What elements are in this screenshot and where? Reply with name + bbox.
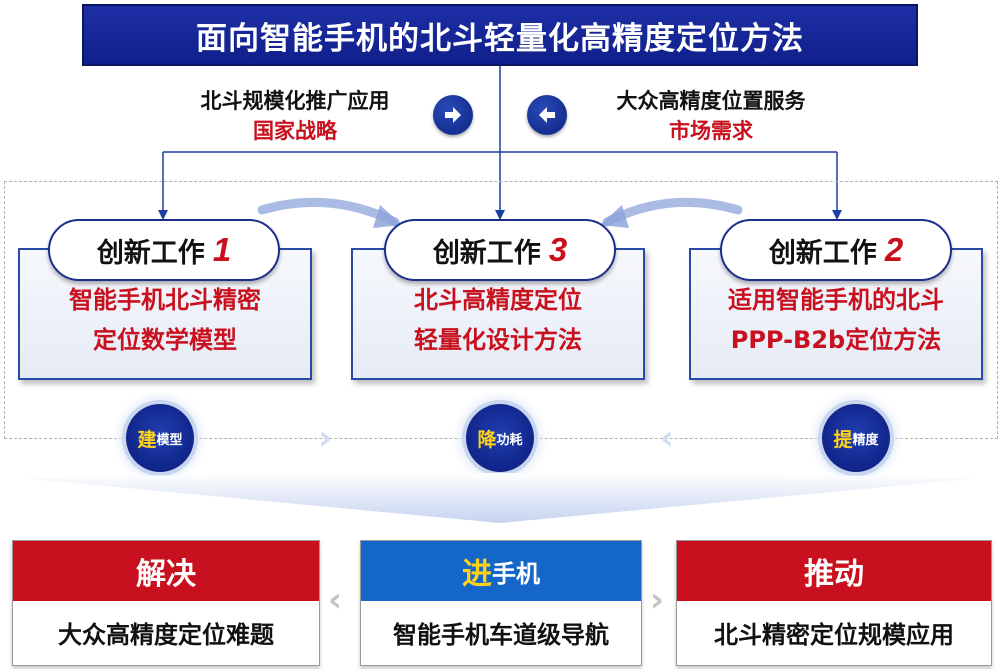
left-driver-line1: 北斗规模化推广应用: [200, 89, 390, 113]
badge-precision-big: 提: [833, 428, 853, 451]
outcome-phone-title-small: 手机: [492, 559, 540, 588]
right-driver-line1: 大众高精度位置服务: [616, 89, 806, 113]
outcome-solve-title: 解决: [136, 557, 196, 592]
badge-power: 降功耗: [466, 404, 534, 472]
outcome-phone: 进手机 智能手机车道级导航: [360, 540, 642, 666]
funnel-shape: [20, 473, 980, 523]
right-driver-line2: 市场需求: [669, 119, 753, 143]
chevron-left-icon: ‹: [328, 580, 343, 620]
innovation-2-line1: 适用智能手机的北斗: [728, 286, 944, 314]
outcome-phone-title-big: 进: [462, 557, 492, 592]
badge-precision-small: 精度: [852, 432, 879, 448]
outcome-solve: 解决 大众高精度定位难题: [12, 540, 320, 666]
innovation-3-number: 3: [548, 231, 568, 268]
left-driver-line2: 国家战略: [253, 119, 337, 143]
arrow-left-circle-icon: [527, 95, 567, 135]
badge-model-small: 模型: [156, 432, 183, 448]
innovation-1-label: 创新工作: [96, 237, 205, 269]
outcome-promote-head: 推动: [677, 541, 991, 601]
innovation-1-line2: 定位数学模型: [93, 326, 237, 354]
chevron-left-icon: ‹: [660, 418, 675, 458]
outcome-promote-title: 推动: [804, 557, 864, 592]
chevron-right-icon: ›: [650, 580, 665, 620]
outcome-solve-body: 大众高精度定位难题: [58, 620, 274, 649]
badge-model: 建模型: [126, 404, 194, 472]
innovation-3-label: 创新工作: [432, 237, 541, 269]
badge-power-big: 降: [477, 428, 497, 451]
badge-precision: 提精度: [822, 404, 890, 472]
chevron-right-icon: ›: [318, 418, 333, 458]
page-title: 面向智能手机的北斗轻量化高精度定位方法: [82, 4, 918, 66]
innovation-3-line1: 北斗高精度定位: [414, 286, 582, 314]
innovation-2-line2: PPP-B2b定位方法: [730, 326, 942, 354]
outcome-promote: 推动 北斗精密定位规模应用: [676, 540, 992, 666]
innovation-2-number: 2: [884, 231, 904, 268]
outcome-solve-head: 解决: [13, 541, 319, 601]
badge-power-small: 功耗: [496, 432, 523, 448]
innovation-1-line1: 智能手机北斗精密: [69, 286, 261, 314]
outcome-promote-body: 北斗精密定位规模应用: [714, 620, 954, 649]
badge-model-big: 建: [137, 428, 157, 451]
title-text: 面向智能手机的北斗轻量化高精度定位方法: [196, 20, 804, 57]
outcome-phone-head: 进手机: [361, 541, 641, 601]
innovation-3-line2: 轻量化设计方法: [414, 326, 582, 354]
innovation-2-label: 创新工作: [768, 237, 877, 269]
outcome-phone-body: 智能手机车道级导航: [393, 620, 609, 649]
left-driver: 北斗规模化推广应用 国家战略: [150, 86, 440, 146]
arrow-right-circle-icon: [433, 95, 473, 135]
right-driver: 大众高精度位置服务 市场需求: [566, 86, 856, 146]
innovation-1-number: 1: [212, 231, 232, 268]
